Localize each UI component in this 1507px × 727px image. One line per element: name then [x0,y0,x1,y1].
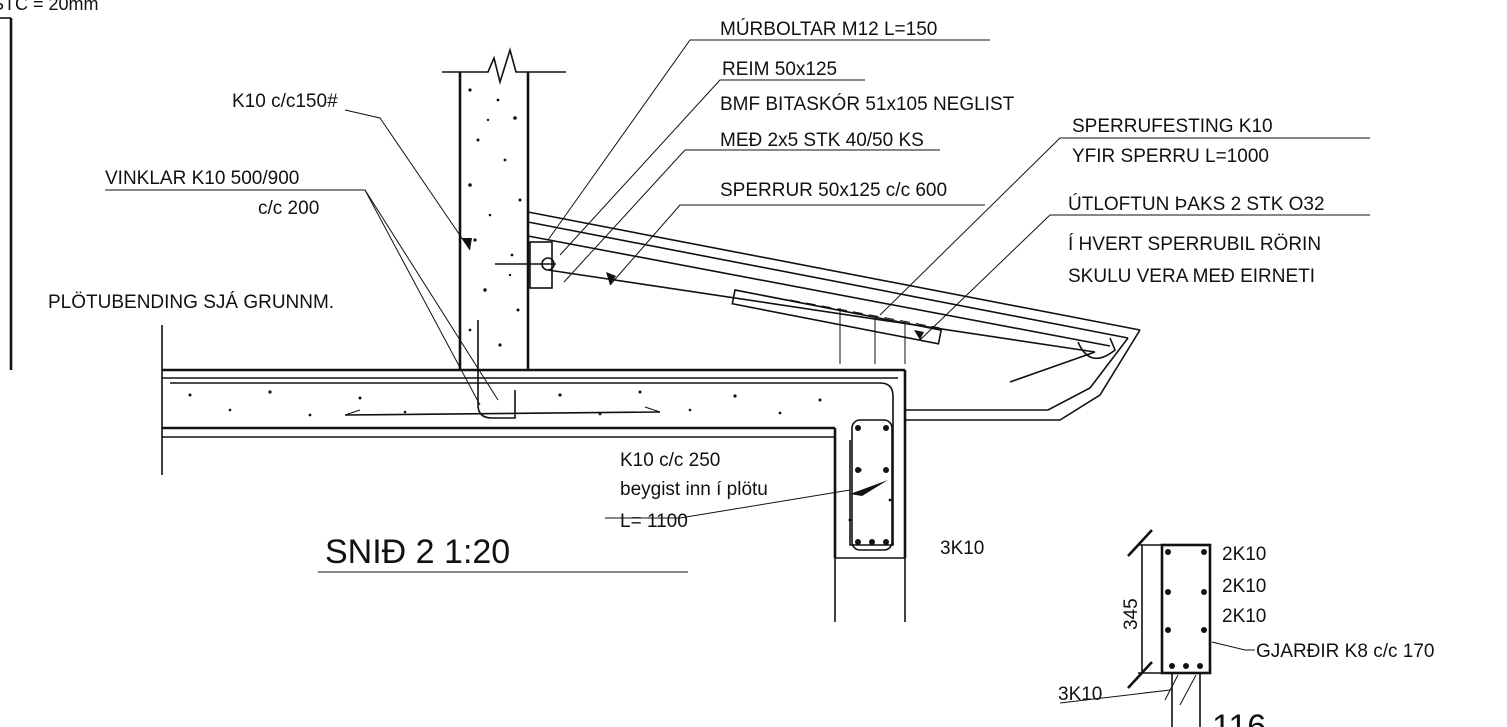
edge-beam-stirrup [851,419,893,551]
label-k10-c250-line1: K10 c/c 250 [620,450,720,471]
leader-arrow-1 [462,238,472,250]
label-sperrur: SPERRUR 50x125 c/c 600 [720,180,947,201]
gutter [1077,337,1116,360]
edge-beam-bars [855,425,889,545]
corner-note: STC = 20mm [0,0,99,14]
beam-stirrups: GJARÐIR K8 c/c 170 [1256,641,1434,662]
beam-bottom-bars: 3K10 [1058,684,1102,705]
beam-mid-bars-2: 2K10 [1222,606,1266,627]
label-bmf-line1: BMF BITASKÓR 51x105 NEGLIST [720,93,1015,115]
label-sperrufesting-line2: YFIR SPERRU L=1000 [1072,146,1269,167]
label-k10-c250-line2: beygist inn í plötu [620,479,768,500]
label-beam-3k10: 3K10 [940,538,984,559]
label-utloftun-line1: ÚTLOFTUN ÞAKS 2 STK O32 [1068,193,1325,215]
beam-dim-bottom: 116 [1212,708,1266,727]
label-utloftun-line2: Í HVERT SPERRUBIL RÖRIN [1068,234,1321,255]
label-utloftun-line3: SKULU VERA MEÐ EIRNETI [1068,266,1315,287]
wall-aggregate [468,88,522,347]
label-murboltar: MÚRBOLTAR M12 L=150 [720,18,937,40]
beam-top-bars: 2K10 [1222,544,1266,565]
label-reim: REIM 50x125 [722,59,837,80]
label-plotubending: PLÖTUBENDING SJÁ GRUNNM. [48,292,334,313]
floor-slab [161,325,907,622]
label-vinklar-line2: c/c 200 [258,198,319,219]
label-sperrufesting-line1: SPERRUFESTING K10 [1072,116,1273,137]
concrete-wall [442,47,566,370]
rafter-strap-dash [789,299,941,329]
leader-lines [105,39,1370,573]
vent-pipe [731,289,943,345]
label-k10-c150: K10 c/c150# [232,91,338,112]
label-bmf-line2: MEÐ 2x5 STK 40/50 KS [720,130,924,151]
bar-arrowhead [850,480,888,496]
joist-hanger [529,241,553,289]
bolt-washer [541,257,555,271]
beam-mid-bars-1: 2K10 [1222,576,1266,597]
label-vinklar-line1: VINKLAR K10 500/900 [105,168,299,189]
roof-rafter [527,211,1141,421]
leader-arrow-3 [914,330,924,340]
beam-dim-height: 345 [1121,598,1142,630]
beam-section-detail [1059,529,1255,727]
leader-arrow-2 [606,272,616,285]
slab-aggregate [188,390,892,522]
label-k10-c250-line3: L= 1100 [620,511,688,532]
drawing-title: SNIÐ 2 1:20 [325,533,510,571]
slab-reinforcement [170,320,894,546]
